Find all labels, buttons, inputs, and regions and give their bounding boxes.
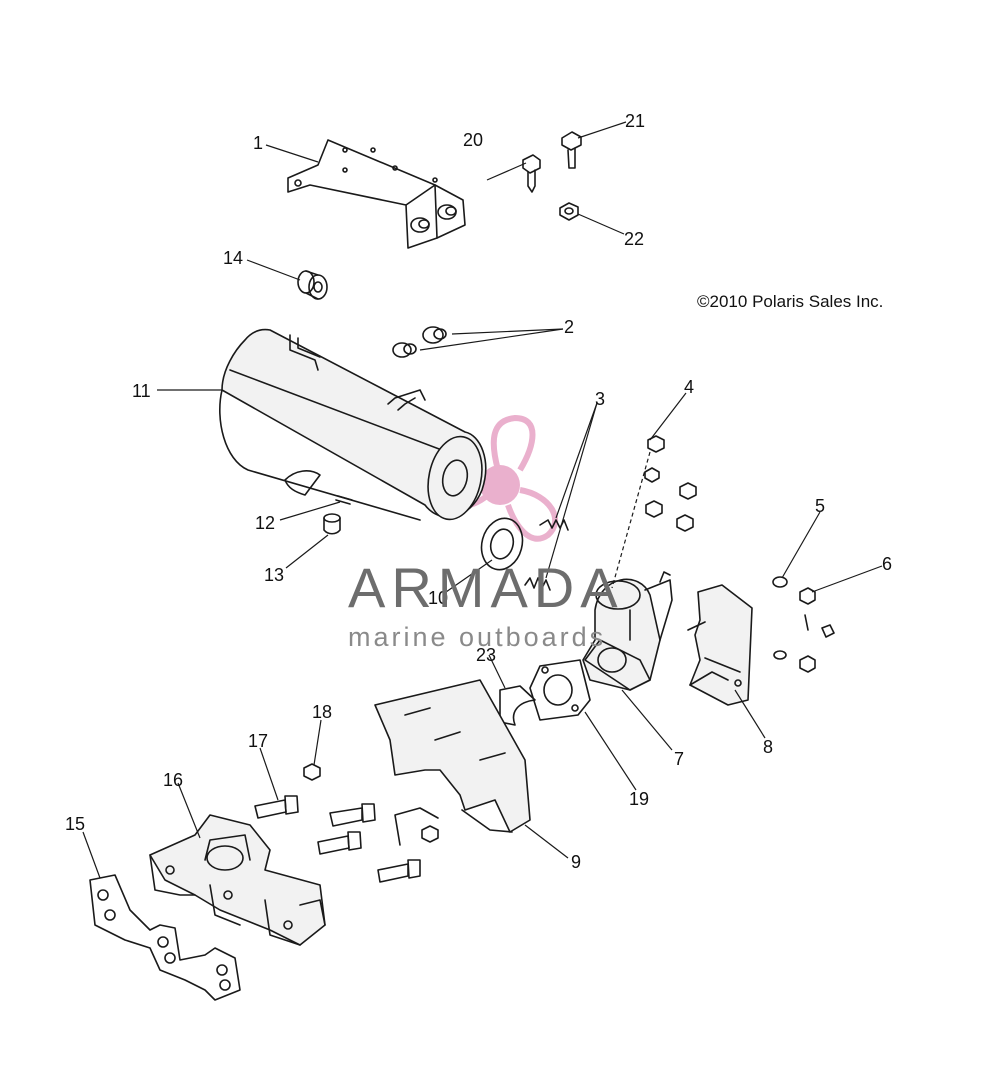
callout-6: 6 (882, 554, 892, 574)
callout-20: 20 (463, 130, 483, 150)
callout-4: 4 (684, 377, 694, 397)
part-8-heat-shield (687, 584, 753, 706)
callout-9: 9 (571, 852, 581, 872)
part-10-gasket (480, 517, 524, 571)
callout-1: 1 (253, 133, 263, 153)
part-13-sleeve (323, 513, 341, 535)
callout-15: 15 (65, 814, 85, 834)
part-18-nuts (303, 763, 439, 843)
callout-17: 17 (248, 731, 268, 751)
callout-5: 5 (815, 496, 825, 516)
part-20-bolt (522, 154, 541, 193)
part-2-grommets (392, 326, 447, 358)
part-3-springs (524, 519, 569, 591)
part-16-manifold (149, 814, 326, 946)
leader-lines (82, 121, 883, 879)
part-9-heat-shield (374, 679, 531, 846)
callout-19: 19 (629, 789, 649, 809)
callout-2: 2 (564, 317, 574, 337)
watermark-brand: ARMADA (348, 556, 624, 619)
part-4-nuts (644, 435, 697, 532)
part-12-pin (335, 495, 353, 505)
part-7-pipe (582, 571, 673, 691)
callout-12: 12 (255, 513, 275, 533)
callout-10: 10 (428, 588, 448, 608)
part-11-muffler (219, 328, 487, 521)
part-17-bolts (254, 795, 421, 883)
watermark-tagline: marine outboards (348, 622, 606, 652)
callout-11: 11 (132, 381, 151, 401)
callout-23: 23 (476, 645, 496, 665)
callout-22: 22 (624, 229, 644, 249)
part-15-gasket (89, 874, 241, 1001)
copyright-notice: ©2010 Polaris Sales Inc. (697, 292, 883, 311)
callout-18: 18 (312, 702, 332, 722)
callout-13: 13 (264, 565, 284, 585)
part-21-bolt (561, 131, 582, 169)
callout-21: 21 (625, 111, 645, 131)
part-1-bracket (287, 139, 466, 249)
callout-8: 8 (763, 737, 773, 757)
callout-16: 16 (163, 770, 183, 790)
part-6-screws (799, 587, 835, 673)
part-23-clamp (499, 685, 536, 726)
propeller-hub (480, 465, 520, 505)
part-22-nut (559, 202, 579, 221)
part-14-grommet (297, 270, 328, 300)
callout-labels: 1 2 3 4 5 6 7 8 9 10 11 12 13 14 15 16 1… (65, 111, 892, 872)
callout-14: 14 (223, 248, 243, 268)
part-5-washer (772, 576, 788, 660)
callout-7: 7 (674, 749, 684, 769)
callout-3: 3 (595, 389, 605, 409)
part-19-gasket (529, 659, 591, 721)
